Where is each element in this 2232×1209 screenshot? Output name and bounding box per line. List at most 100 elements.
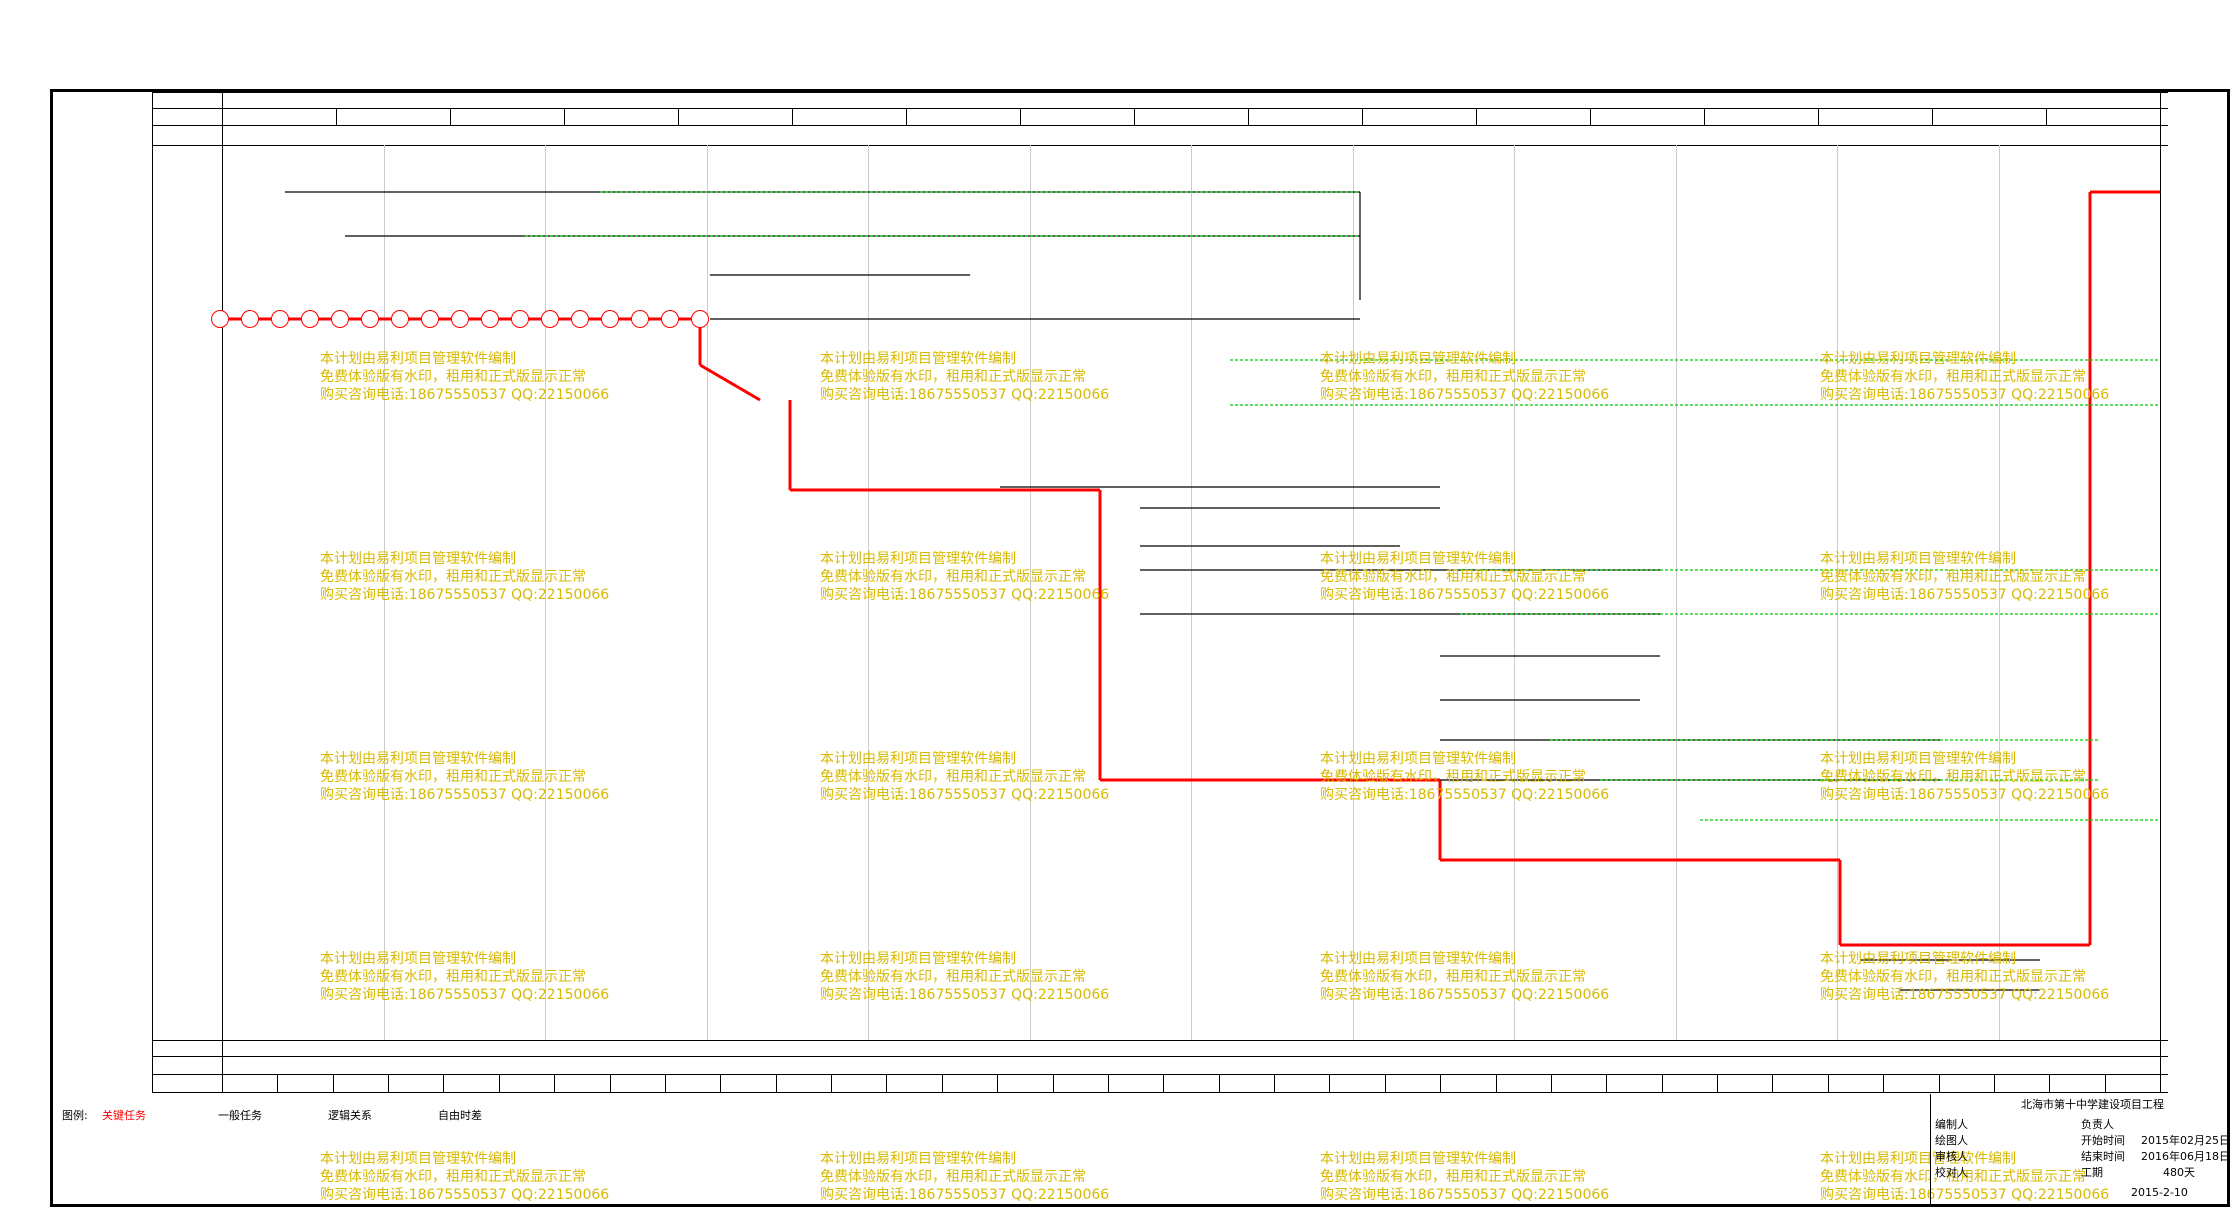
critical-node: [211, 310, 229, 328]
footer-line: [152, 1074, 2168, 1075]
watermark: 本计划由易利项目管理软件编制免费体验版有水印，租用和正式版显示正常购买咨询电话:…: [320, 550, 609, 604]
critical-node: [511, 310, 529, 328]
watermark-line: 免费体验版有水印，租用和正式版显示正常: [820, 969, 1086, 985]
watermark-line: 本计划由易利项目管理软件编制: [1820, 551, 2016, 567]
watermark-line: 免费体验版有水印，租用和正式版显示正常: [1820, 769, 2086, 785]
critical-node: [241, 310, 259, 328]
watermark-line: 免费体验版有水印，租用和正式版显示正常: [320, 1169, 586, 1185]
left-axis-line: [222, 92, 223, 1092]
label-col-line: [152, 92, 153, 1092]
week-sep: [941, 1074, 943, 1092]
week-sep: [2049, 1074, 2051, 1092]
watermark: 本计划由易利项目管理软件编制免费体验版有水印，租用和正式版显示正常购买咨询电话:…: [1320, 950, 1609, 1004]
critical-node: [301, 310, 319, 328]
info-duration: 480天: [2163, 1166, 2195, 1179]
watermark: 本计划由易利项目管理软件编制免费体验版有水印，租用和正式版显示正常购买咨询电话:…: [1820, 1150, 2109, 1204]
week-sep: [1993, 1074, 1995, 1092]
week-sep: [775, 1074, 777, 1092]
watermark-line: 本计划由易利项目管理软件编制: [1820, 351, 2016, 367]
watermark-line: 本计划由易利项目管理软件编制: [1320, 951, 1516, 967]
watermark: 本计划由易利项目管理软件编制免费体验版有水印，租用和正式版显示正常购买咨询电话:…: [820, 1150, 1109, 1204]
watermark-line: 购买咨询电话:18675550537 QQ:22150066: [320, 987, 610, 1003]
watermark-line: 免费体验版有水印，租用和正式版显示正常: [820, 569, 1086, 585]
watermark-line: 购买咨询电话:18675550537 QQ:22150066: [820, 587, 1110, 603]
grid-line: [1514, 145, 1515, 1040]
watermark-line: 本计划由易利项目管理软件编制: [820, 351, 1016, 367]
watermark-line: 本计划由易利项目管理软件编制: [820, 1151, 1016, 1167]
watermark-line: 购买咨询电话:18675550537 QQ:22150066: [1320, 987, 1610, 1003]
project-title: 北海市第十中学建设项目工程: [2021, 1098, 2164, 1111]
critical-node: [451, 310, 469, 328]
watermark-line: 购买咨询电话:18675550537 QQ:22150066: [320, 587, 610, 603]
watermark: 本计划由易利项目管理软件编制免费体验版有水印，租用和正式版显示正常购买咨询电话:…: [820, 750, 1109, 804]
grid-line: [1029, 145, 1031, 1040]
info-date: 2015-2-10: [2131, 1186, 2188, 1199]
watermark-line: 购买咨询电话:18675550537 QQ:22150066: [1320, 1187, 1610, 1203]
watermark-line: 本计划由易利项目管理软件编制: [320, 551, 516, 567]
info-r2-k: 审核人: [1935, 1150, 1968, 1163]
info-start: 2015年02月25日: [2141, 1134, 2230, 1147]
watermark-line: 购买咨询电话:18675550537 QQ:22150066: [820, 387, 1110, 403]
week-sep: [1606, 1074, 1608, 1092]
watermark: 本计划由易利项目管理软件编制免费体验版有水印，租用和正式版显示正常购买咨询电话:…: [820, 350, 1109, 404]
watermark-line: 购买咨询电话:18675550537 QQ:22150066: [1820, 1187, 2110, 1203]
watermark-line: 免费体验版有水印，租用和正式版显示正常: [820, 769, 1086, 785]
watermark-line: 购买咨询电话:18675550537 QQ:22150066: [320, 787, 610, 803]
watermark: 本计划由易利项目管理软件编制免费体验版有水印，租用和正式版显示正常购买咨询电话:…: [820, 950, 1109, 1004]
header-line: [152, 108, 2168, 109]
header-line: [152, 145, 2168, 146]
watermark: 本计划由易利项目管理软件编制免费体验版有水印，租用和正式版显示正常购买咨询电话:…: [820, 550, 1109, 604]
watermark-line: 购买咨询电话:18675550537 QQ:22150066: [820, 1187, 1110, 1203]
watermark-line: 购买咨询电话:18675550537 QQ:22150066: [320, 1187, 610, 1203]
watermark-line: 免费体验版有水印，租用和正式版显示正常: [1320, 969, 1586, 985]
week-sep: [997, 1074, 999, 1092]
week-sep: [1218, 1074, 1220, 1092]
week-sep: [1550, 1074, 1552, 1092]
watermark-line: 本计划由易利项目管理软件编制: [320, 1151, 516, 1167]
watermark-line: 本计划由易利项目管理软件编制: [1820, 751, 2016, 767]
watermark-line: 免费体验版有水印，租用和正式版显示正常: [1320, 369, 1586, 385]
watermark-line: 免费体验版有水印，租用和正式版显示正常: [1820, 1169, 2086, 1185]
watermark-line: 免费体验版有水印，租用和正式版显示正常: [320, 369, 586, 385]
week-sep: [388, 1074, 390, 1092]
watermark: 本计划由易利项目管理软件编制免费体验版有水印，租用和正式版显示正常购买咨询电话:…: [1820, 750, 2109, 804]
critical-node: [271, 310, 289, 328]
month-sep: [1476, 108, 1477, 125]
chart-frame: [50, 89, 2230, 1207]
watermark: 本计划由易利项目管理软件编制免费体验版有水印，租用和正式版显示正常购买咨询电话:…: [1320, 350, 1609, 404]
legend-free-label: 自由时差: [438, 1109, 482, 1122]
critical-node: [481, 310, 499, 328]
month-sep: [678, 108, 679, 125]
watermark-line: 免费体验版有水印，租用和正式版显示正常: [1320, 569, 1586, 585]
week-sep: [1883, 1074, 1885, 1092]
grid-line: [1191, 145, 1192, 1040]
week-sep: [1163, 1074, 1165, 1092]
watermark-line: 本计划由易利项目管理软件编制: [1820, 951, 2016, 967]
week-sep: [1495, 1074, 1497, 1092]
critical-node: [571, 310, 589, 328]
watermark-line: 免费体验版有水印，租用和正式版显示正常: [1820, 969, 2086, 985]
info-end: 2016年06月18日: [2141, 1150, 2230, 1163]
grid-line: [545, 145, 546, 1040]
critical-node: [661, 310, 679, 328]
grid-line: [1352, 145, 1354, 1040]
grid-line: [1998, 145, 2000, 1040]
project-info-table: 北海市第十中学建设项目工程 编制人 负责人 绘图人 开始时间 2015年02月2…: [1930, 1094, 2230, 1204]
watermark-line: 购买咨询电话:18675550537 QQ:22150066: [320, 387, 610, 403]
watermark-line: 本计划由易利项目管理软件编制: [1320, 551, 1516, 567]
watermark-line: 购买咨询电话:18675550537 QQ:22150066: [1320, 787, 1610, 803]
footer-line: [152, 1092, 2168, 1093]
month-sep: [564, 108, 565, 125]
info-r3-k2: 工期: [2081, 1166, 2103, 1179]
week-sep: [1938, 1074, 1940, 1092]
watermark-line: 免费体验版有水印，租用和正式版显示正常: [820, 369, 1086, 385]
month-sep: [2046, 108, 2047, 125]
watermark-line: 本计划由易利项目管理软件编制: [820, 951, 1016, 967]
watermark: 本计划由易利项目管理软件编制免费体验版有水印，租用和正式版显示正常购买咨询电话:…: [320, 750, 609, 804]
watermark-line: 本计划由易利项目管理软件编制: [1320, 351, 1516, 367]
critical-node: [421, 310, 439, 328]
watermark: 本计划由易利项目管理软件编制免费体验版有水印，租用和正式版显示正常购买咨询电话:…: [1320, 1150, 1609, 1204]
month-sep: [1590, 108, 1591, 125]
grid-line: [868, 145, 869, 1040]
